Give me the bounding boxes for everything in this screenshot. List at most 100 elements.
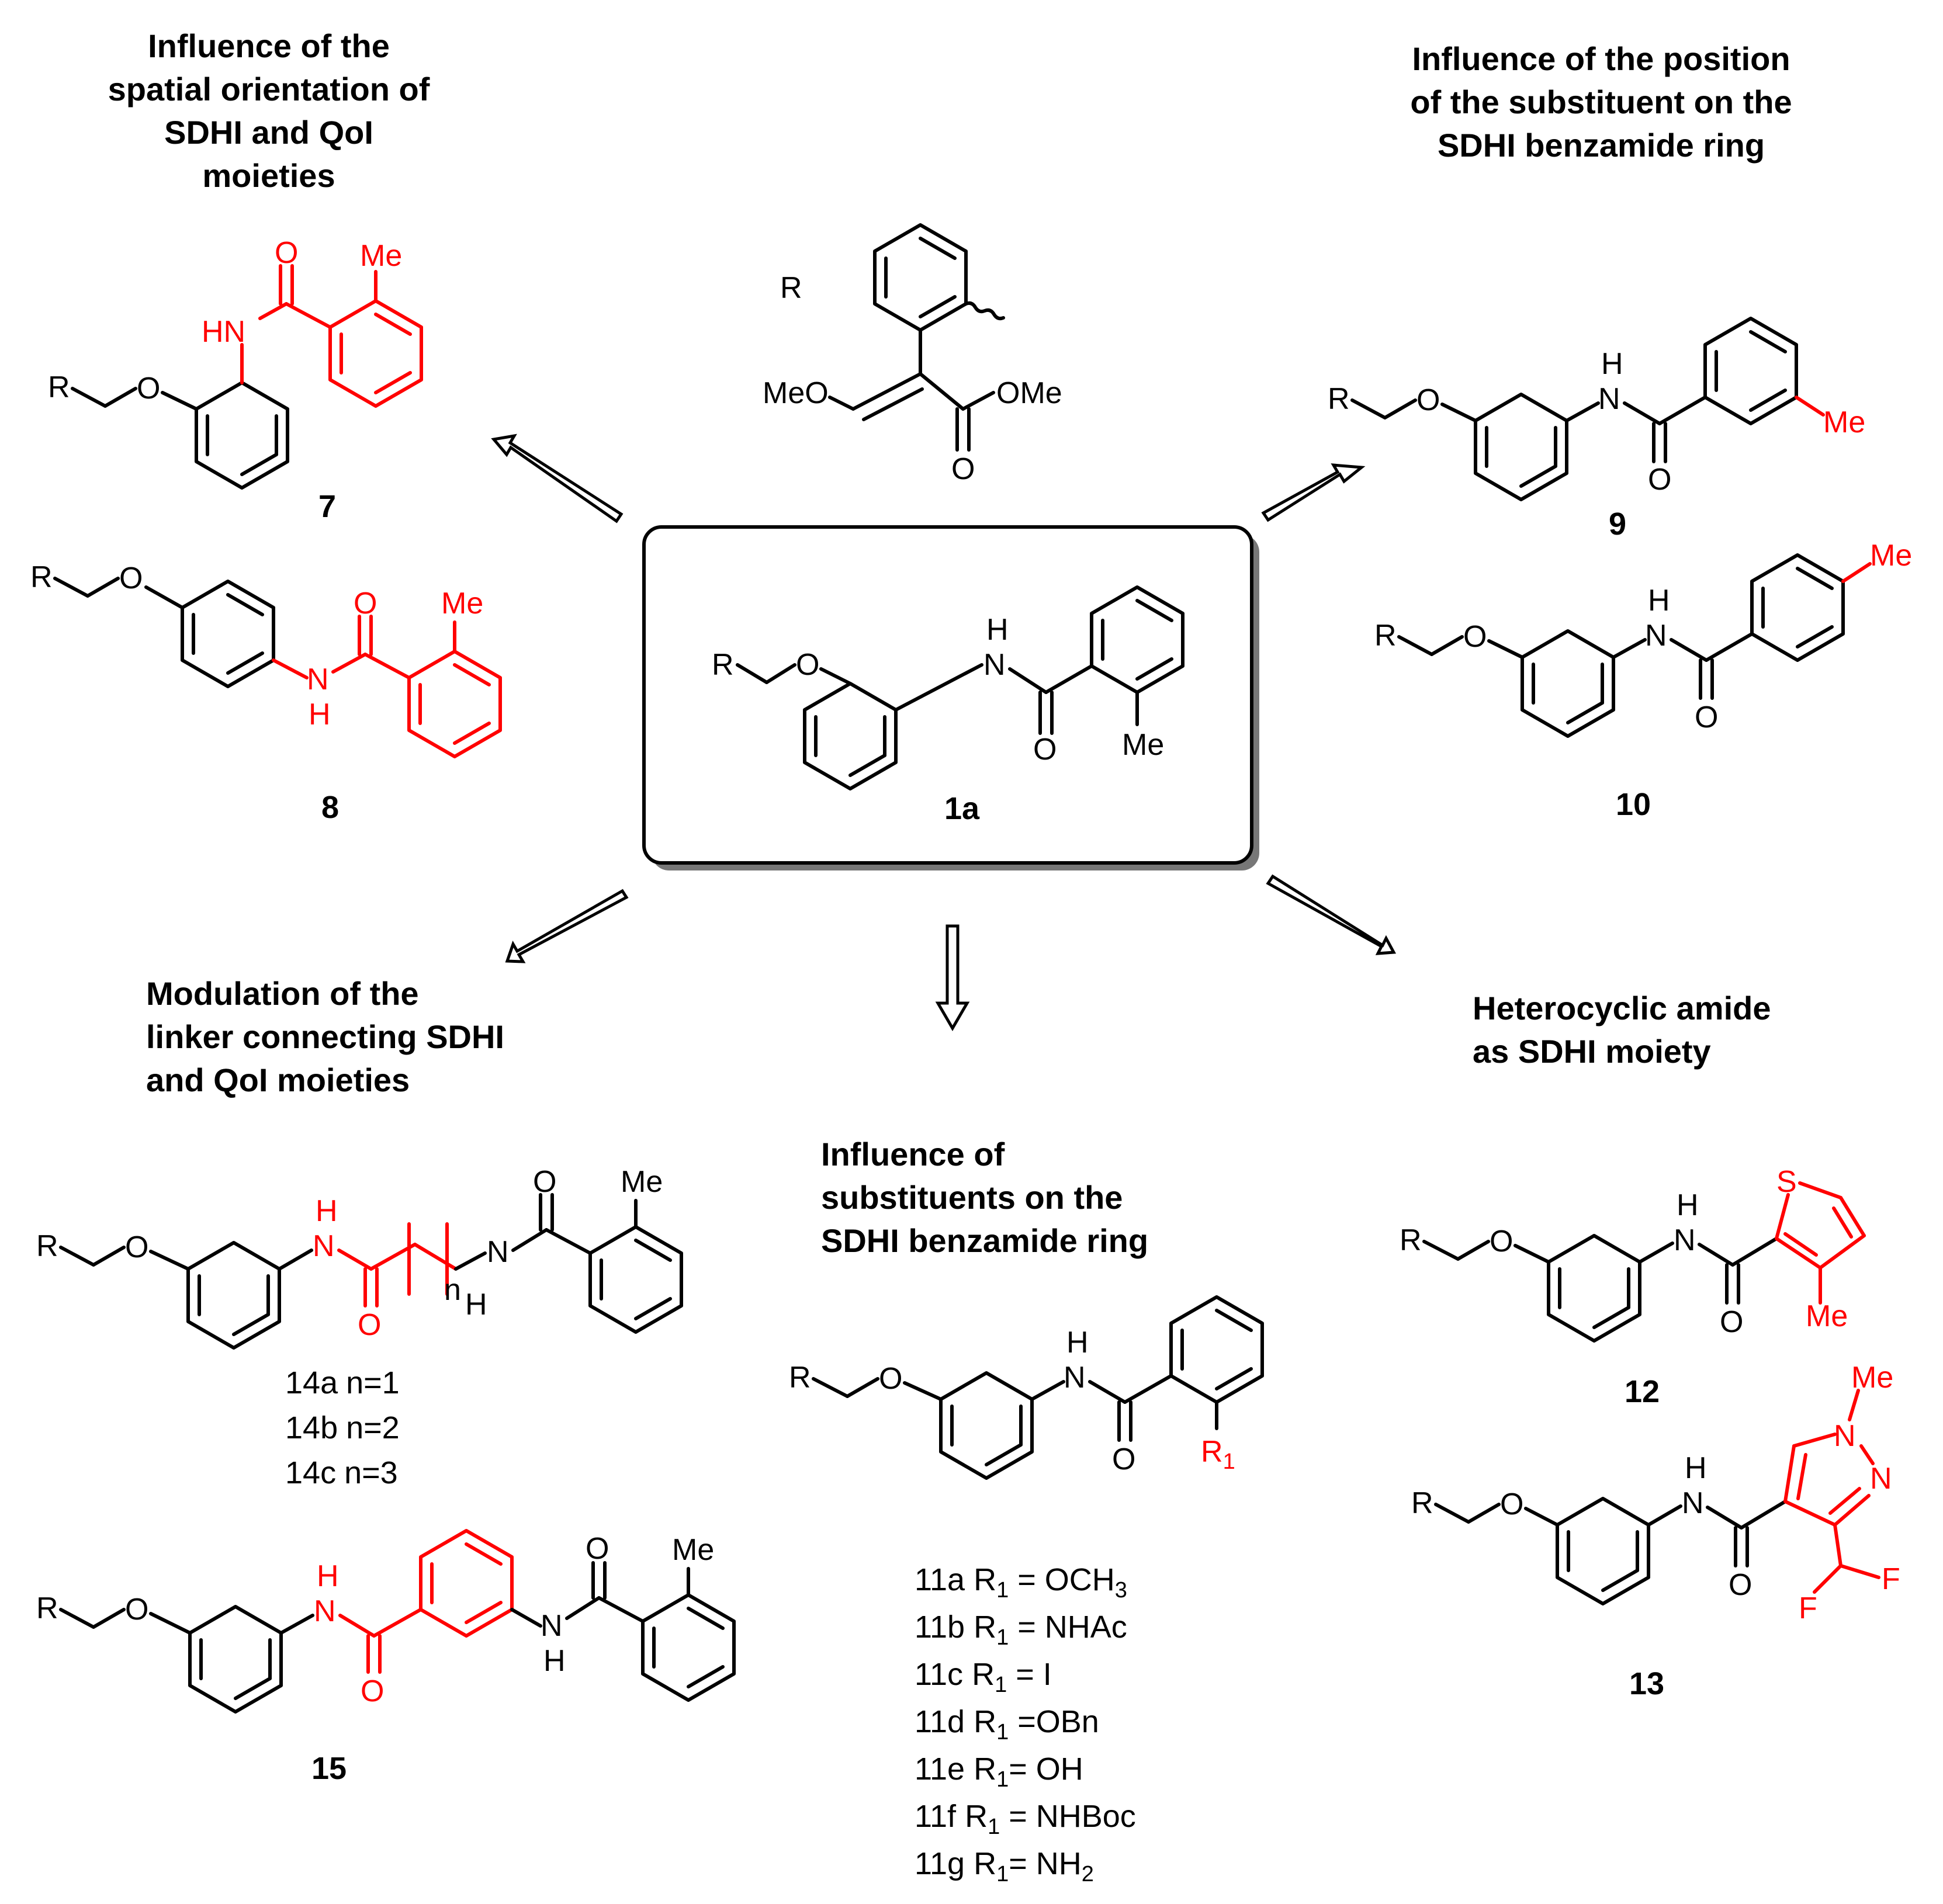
atom-label: HN bbox=[202, 315, 245, 349]
variant-eq: = OH bbox=[1009, 1752, 1083, 1787]
heading-line: and QoI moieties bbox=[146, 1062, 410, 1098]
heading-substituent-position: Influence of the position of the substit… bbox=[1410, 40, 1792, 164]
heading-line: Influence of the bbox=[148, 27, 390, 64]
r1-label: R bbox=[1201, 1435, 1223, 1469]
atom-label: R bbox=[1328, 382, 1350, 416]
atom-label: R bbox=[1374, 619, 1397, 653]
atom-label: R1 bbox=[1201, 1435, 1235, 1474]
atom-label: R bbox=[789, 1361, 811, 1395]
atom-label: O bbox=[1033, 733, 1057, 767]
atom-label: O bbox=[1500, 1487, 1523, 1521]
atom-label: R bbox=[36, 1591, 58, 1625]
heading-line: SDHI benzamide ring bbox=[1438, 127, 1765, 164]
atom-label: H bbox=[1601, 347, 1623, 381]
atom-label: O bbox=[125, 1230, 148, 1264]
variant-r: R bbox=[965, 1752, 996, 1787]
compound-label-8: 8 bbox=[321, 790, 339, 825]
variant-r: R bbox=[963, 1657, 995, 1692]
variant-id: 11g bbox=[915, 1846, 965, 1881]
arrow-to-7 bbox=[491, 433, 624, 523]
variant-sub: 1 bbox=[996, 1862, 1009, 1886]
atom-label: OMe bbox=[996, 376, 1062, 410]
variant-sub: 1 bbox=[995, 1673, 1007, 1697]
atom-label: Me bbox=[441, 587, 483, 620]
variant-id: 14b bbox=[285, 1410, 338, 1445]
qoi-methoxyacrylate-fragment: R MeO OMe O bbox=[763, 223, 1062, 486]
variant-tail: 3 bbox=[1115, 1578, 1127, 1603]
atom-label: H bbox=[316, 1194, 338, 1228]
atom-label: H bbox=[317, 1559, 339, 1593]
atom-label: N bbox=[307, 663, 329, 696]
heading-line: Heterocyclic amide bbox=[1473, 990, 1771, 1026]
atom-label: R bbox=[1411, 1486, 1433, 1520]
atom-label: N bbox=[1834, 1419, 1856, 1453]
compound-14-structure: R O N H O n N H O Me bbox=[36, 1165, 683, 1350]
variant-sub: 1 bbox=[996, 1578, 1009, 1603]
atom-label: N bbox=[313, 1229, 335, 1263]
variant-eq: = OCH bbox=[1009, 1562, 1115, 1597]
variant-sub: 1 bbox=[988, 1815, 1000, 1839]
atom-label: N bbox=[1870, 1462, 1892, 1496]
heading-line: spatial orientation of bbox=[108, 71, 430, 107]
variant-text: n=3 bbox=[344, 1455, 398, 1490]
atom-label: O bbox=[533, 1165, 556, 1199]
compound-1a-structure: R O N H O Me bbox=[712, 585, 1184, 790]
atom-label: N bbox=[1674, 1223, 1696, 1257]
variant-text: n=1 bbox=[346, 1365, 400, 1400]
variant-text: n=2 bbox=[346, 1410, 400, 1445]
variant-row: 11e R1= OH bbox=[915, 1752, 1083, 1792]
compound-label-13: 13 bbox=[1629, 1666, 1664, 1701]
atom-label: S bbox=[1776, 1165, 1797, 1199]
variant-eq: = NHBoc bbox=[1000, 1799, 1136, 1834]
atom-label: R bbox=[30, 560, 53, 594]
heading-line: substituents on the bbox=[821, 1179, 1123, 1216]
heading-line: as SDHI moiety bbox=[1473, 1033, 1711, 1070]
atom-label: Me bbox=[621, 1165, 663, 1199]
heading-line: moieties bbox=[202, 157, 335, 194]
variant-row: 11a R1 = OCH3 bbox=[915, 1562, 1127, 1603]
compound-8-structure: R O N H O Me bbox=[30, 560, 502, 758]
r1-subscript: 1 bbox=[1223, 1449, 1235, 1474]
heading-linker-modulation: Modulation of the linker connecting SDHI… bbox=[146, 975, 504, 1098]
variant-r: R bbox=[956, 1799, 988, 1834]
heading-line: SDHI and QoI bbox=[164, 114, 373, 151]
atom-label: N bbox=[541, 1609, 563, 1643]
atom-label: MeO bbox=[763, 376, 829, 410]
atom-label: H bbox=[1066, 1326, 1089, 1359]
atom-label: F bbox=[1799, 1591, 1817, 1625]
arrow-to-14 bbox=[505, 889, 629, 963]
variant-r: R bbox=[965, 1846, 996, 1881]
variant-id: 11f bbox=[915, 1799, 957, 1834]
atom-label: O bbox=[1720, 1305, 1743, 1339]
atom-label: O bbox=[361, 1674, 384, 1708]
arrow-to-12 bbox=[1266, 874, 1397, 955]
atom-label: O bbox=[1695, 700, 1718, 734]
atom-label: O bbox=[1729, 1568, 1752, 1602]
atom-label: O bbox=[137, 372, 160, 405]
variant-eq: = I bbox=[1007, 1657, 1052, 1692]
heading-line: Influence of the position bbox=[1412, 40, 1790, 77]
variant-id: 11b bbox=[915, 1610, 965, 1645]
compound-7-structure: R O HN O Me bbox=[48, 236, 423, 490]
atom-label: H bbox=[465, 1288, 487, 1322]
atom-label: O bbox=[1112, 1442, 1135, 1476]
atom-label: N bbox=[1682, 1486, 1704, 1520]
variant-id: 14a bbox=[285, 1365, 338, 1400]
atom-label: O bbox=[358, 1308, 381, 1342]
atom-label: O bbox=[125, 1593, 148, 1626]
atom-label: H bbox=[1677, 1188, 1699, 1222]
heading-line: SDHI benzamide ring bbox=[821, 1222, 1148, 1259]
atom-label: H bbox=[309, 698, 331, 731]
atom-label: F bbox=[1882, 1562, 1900, 1596]
atom-label: O bbox=[1490, 1225, 1513, 1258]
variant-r: R bbox=[965, 1562, 996, 1597]
variant-id: 14c bbox=[285, 1455, 336, 1490]
atom-label: Me bbox=[1806, 1299, 1848, 1333]
atom-label: R bbox=[36, 1229, 58, 1263]
compound-label-9: 9 bbox=[1609, 507, 1626, 542]
variant-r: R bbox=[965, 1610, 996, 1645]
